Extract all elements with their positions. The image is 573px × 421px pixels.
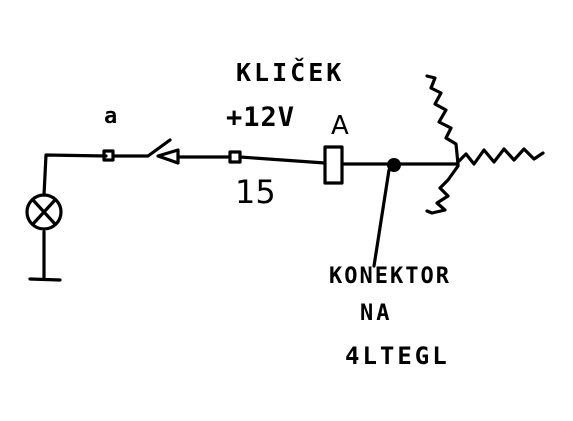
switch-blade xyxy=(111,138,172,158)
junction-dot xyxy=(387,158,401,172)
wire-to-relay xyxy=(238,155,327,165)
label-klicek: KLIČEK xyxy=(236,58,345,87)
label-connector-line2: NA xyxy=(360,301,393,326)
label-relay-a: A xyxy=(331,111,349,141)
coil-lower-winding xyxy=(425,164,460,215)
relay-box xyxy=(323,145,344,185)
ground-symbol xyxy=(28,230,62,282)
coil-right-winding xyxy=(456,147,545,166)
coil-upper-winding xyxy=(425,74,460,166)
wire-left xyxy=(42,153,108,197)
label-terminal-15: 15 xyxy=(235,173,276,211)
lamp-cross xyxy=(31,198,57,226)
label-switch-a: a xyxy=(104,104,118,129)
label-plus-12v: +12V xyxy=(226,102,296,133)
switch-contact-right xyxy=(156,148,180,165)
label-connector-line1: KONEKTOR xyxy=(329,264,451,289)
label-connector-line3: 4LTEGL xyxy=(345,342,450,370)
connector-lead xyxy=(372,168,391,268)
